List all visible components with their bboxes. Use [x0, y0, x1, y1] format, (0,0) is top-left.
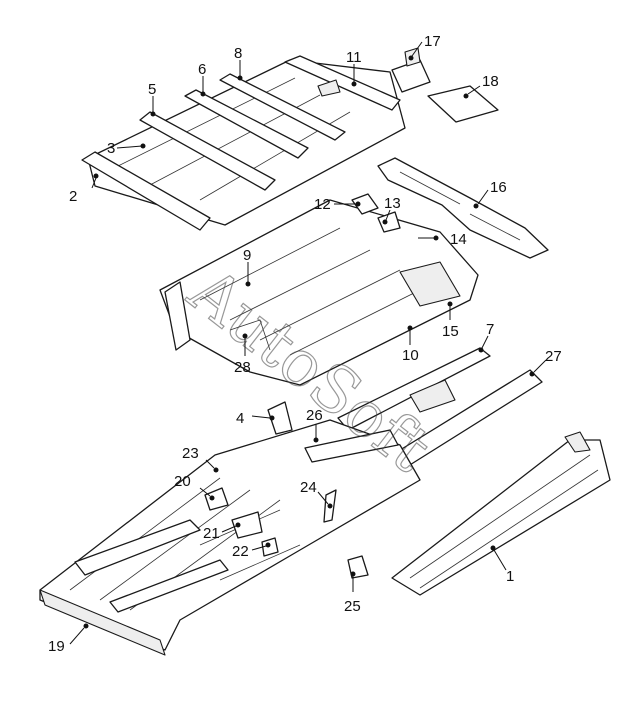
callout-27: 27	[545, 348, 562, 365]
callout-25: 25	[344, 598, 361, 615]
floor-pan	[159, 199, 479, 386]
crossmember-16	[377, 157, 549, 259]
callout-19: 19	[48, 638, 65, 655]
callout-18: 18	[482, 73, 499, 90]
side-rail	[391, 431, 611, 596]
roof-rear-rail	[284, 55, 401, 111]
callout-15: 15	[442, 323, 459, 340]
roof-bow-6	[184, 89, 309, 159]
bracket-13	[377, 211, 401, 233]
callout-3: 3	[107, 140, 115, 157]
callout-11: 11	[346, 49, 362, 66]
bracket-12	[351, 193, 379, 215]
callout-26: 26	[306, 407, 323, 424]
callout-28: 28	[234, 359, 251, 376]
chassis-frame	[39, 419, 421, 656]
callout-9: 9	[243, 247, 251, 264]
bracket-22	[261, 537, 279, 557]
callout-20: 20	[174, 473, 191, 490]
callout-14: 14	[450, 231, 467, 248]
callout-13: 13	[384, 195, 401, 212]
callout-2: 2	[69, 188, 77, 205]
bracket-21	[231, 511, 263, 539]
bracket-17	[391, 47, 431, 93]
callout-5: 5	[148, 81, 156, 98]
roof-bow-8	[219, 73, 346, 141]
callout-12: 12	[314, 196, 331, 213]
callout-7: 7	[486, 321, 494, 338]
callout-23: 23	[182, 445, 199, 462]
leaders	[69, 41, 547, 645]
roof-bow-front	[81, 151, 211, 231]
callout-6: 6	[198, 61, 206, 78]
callout-22: 22	[232, 543, 249, 560]
floor-brace-9	[164, 281, 191, 351]
callout-16: 16	[490, 179, 507, 196]
callout-10: 10	[402, 347, 419, 364]
callout-4: 4	[236, 410, 244, 427]
roof-assembly	[81, 55, 406, 231]
callout-labels: 1 2 3 4 5 6 7 8 9 10 11 12 13 14 15 16 1…	[48, 33, 562, 655]
callout-21: 21	[203, 525, 220, 542]
cover-plate-18	[427, 85, 499, 123]
bracket-20	[204, 487, 229, 511]
callout-17: 17	[424, 33, 441, 50]
bracket-4	[267, 401, 293, 435]
callout-8: 8	[234, 45, 242, 62]
callout-24: 24	[300, 479, 317, 496]
callout-1: 1	[506, 568, 514, 585]
roof-bow-5	[139, 111, 276, 191]
